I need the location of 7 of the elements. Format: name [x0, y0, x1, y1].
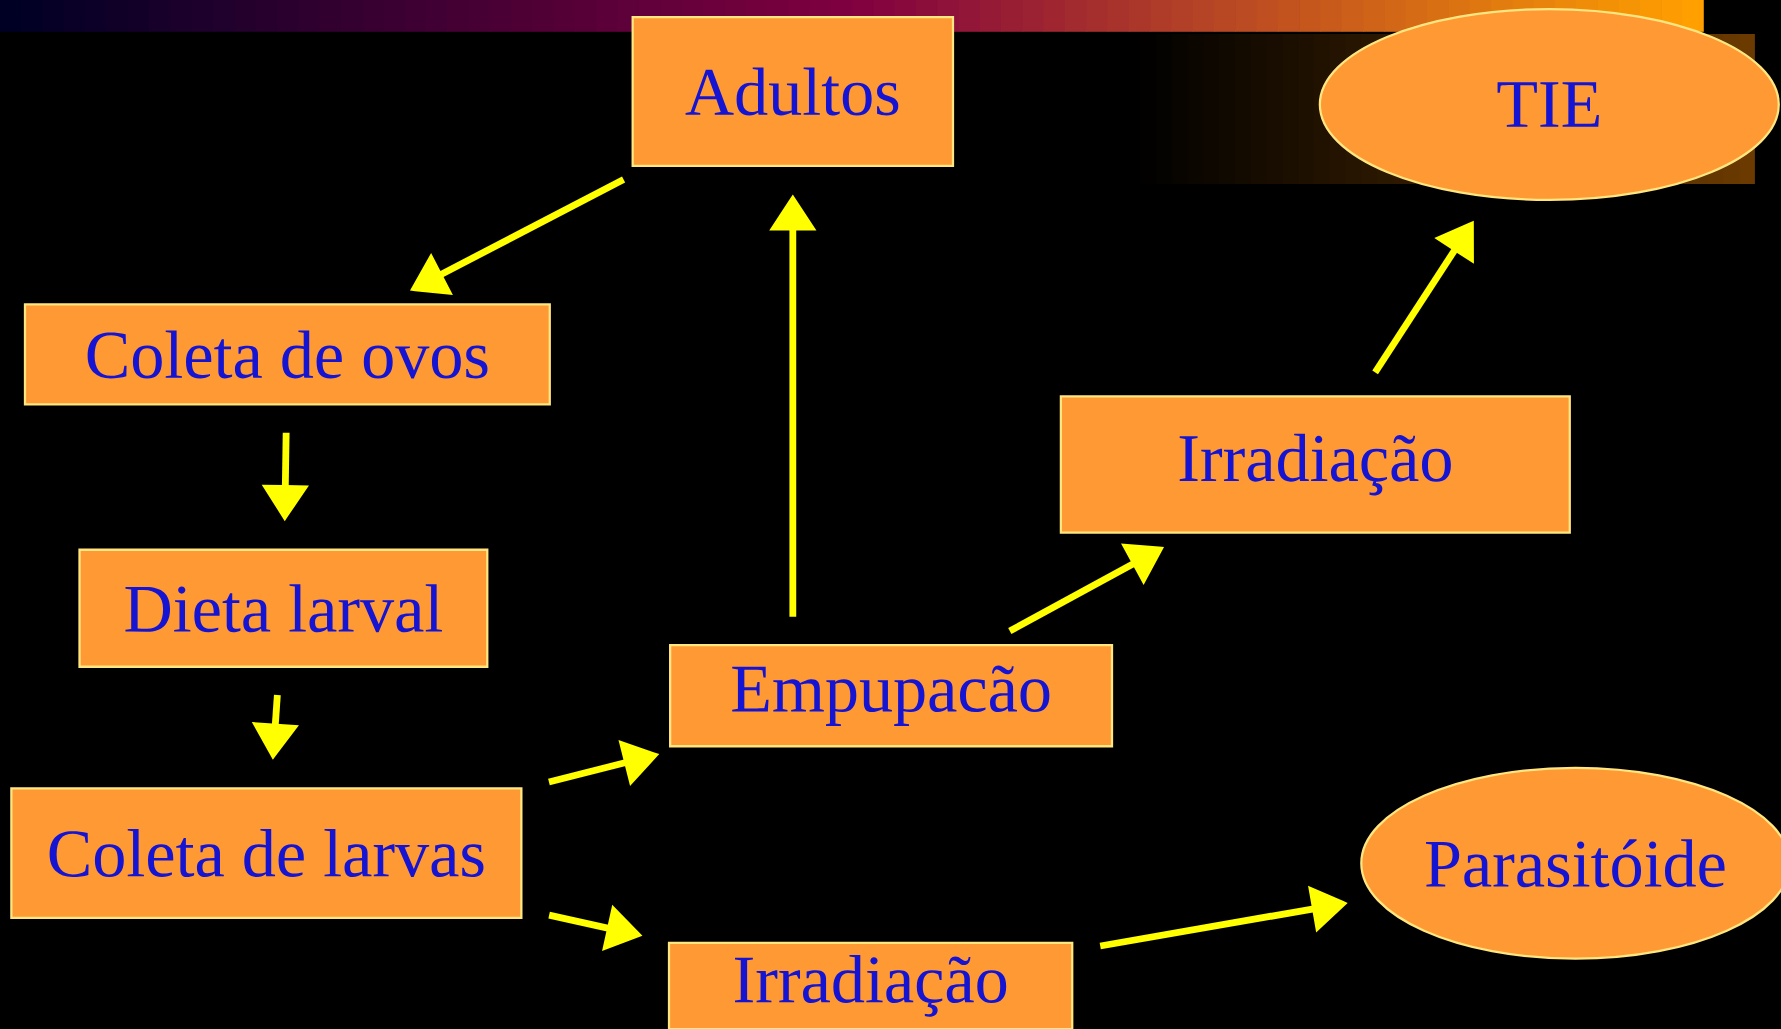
process-box: Coleta de ovos [23, 303, 551, 406]
process-box: Coleta de larvas [10, 787, 523, 919]
process-box: Irradiação [1059, 395, 1571, 534]
process-box: Irradiação [667, 941, 1074, 1029]
process-box: Dieta larval [78, 548, 489, 668]
process-box: Adultos [631, 15, 955, 167]
process-box: Empupacão [669, 644, 1114, 748]
